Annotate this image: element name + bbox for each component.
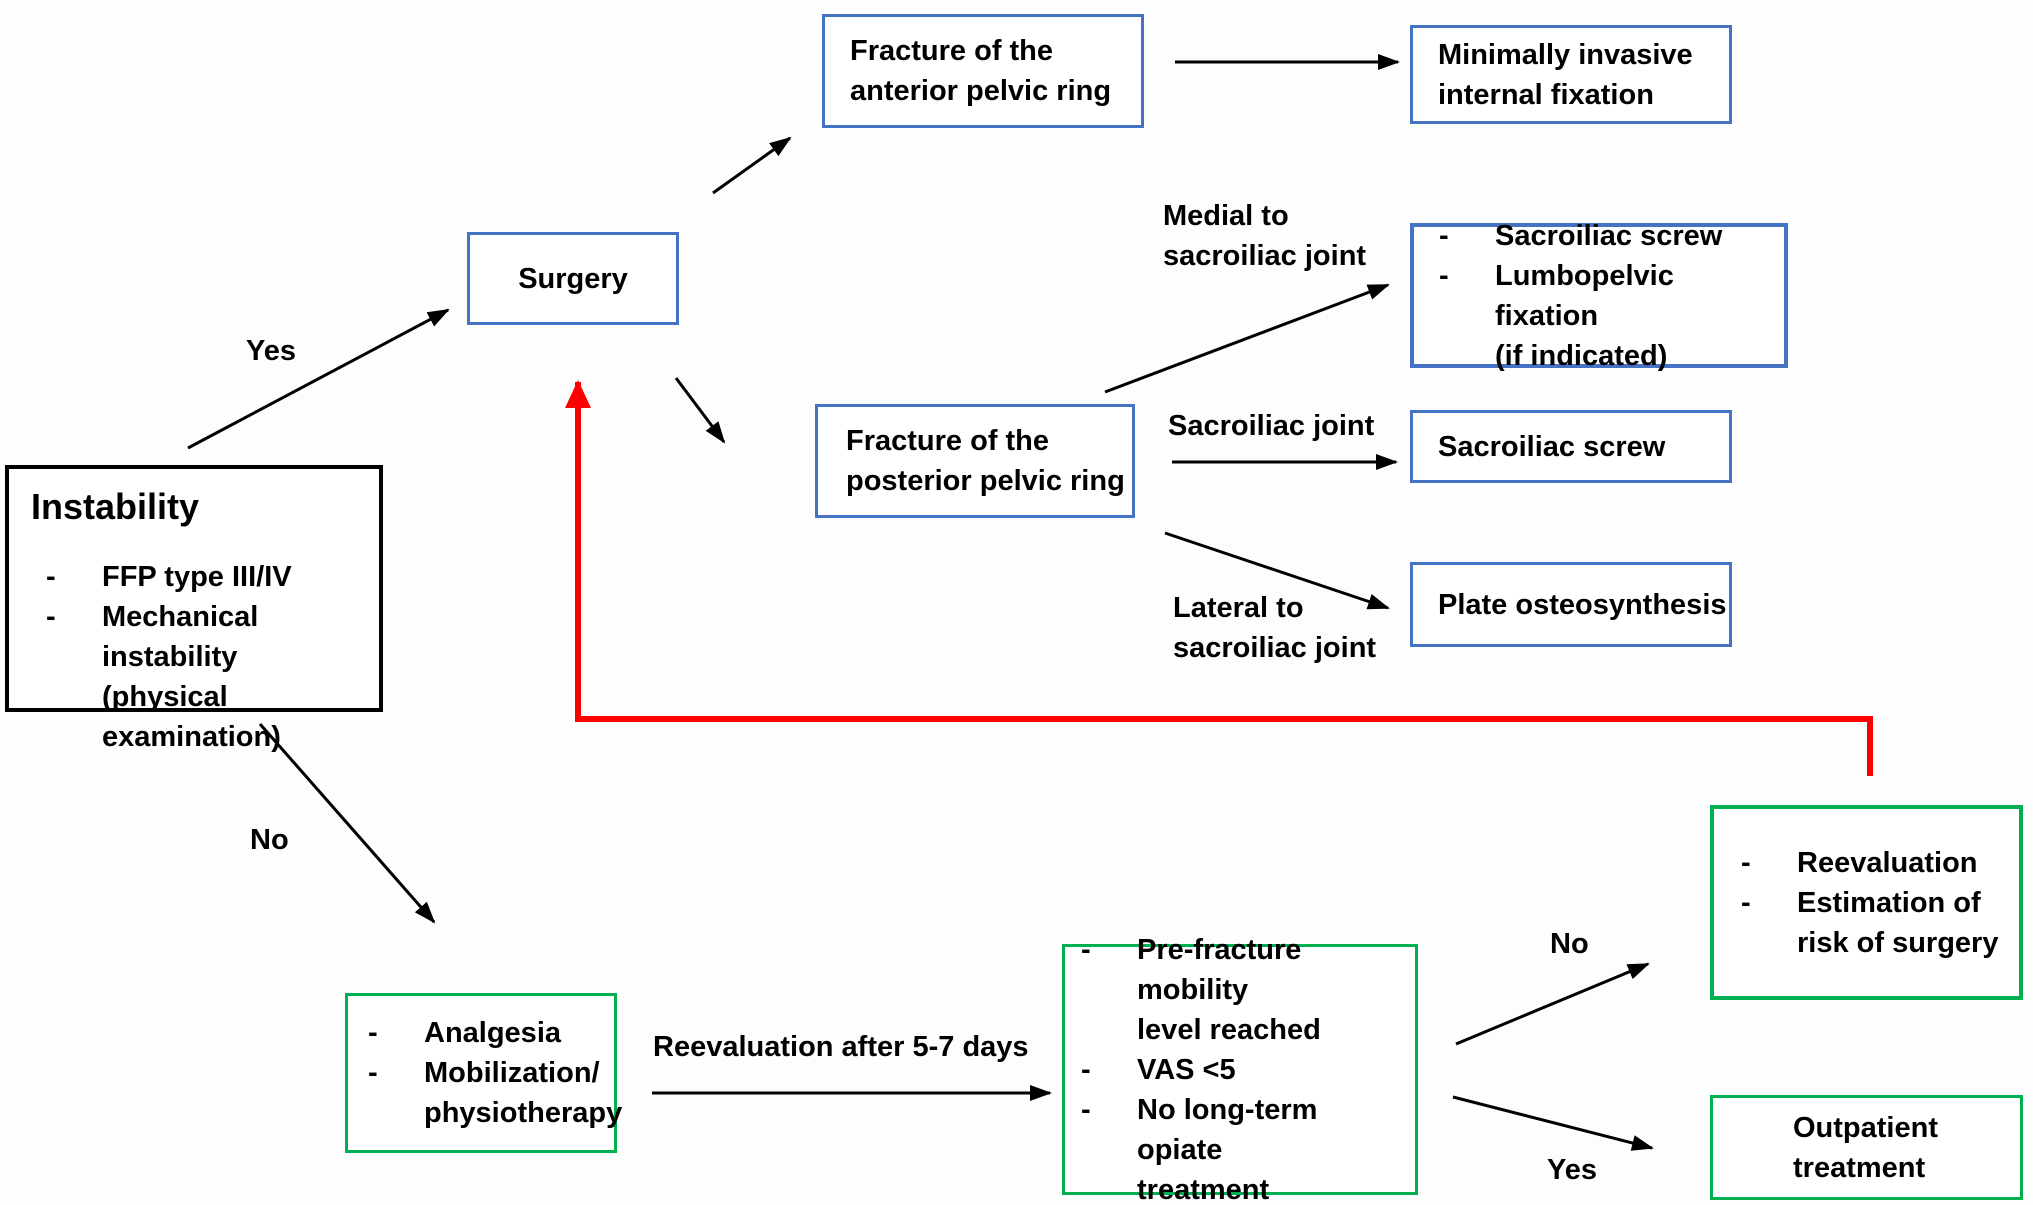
bullet-dash: - [46,561,56,593]
label-lateral-to-sacroiliac-joint: Lateral to sacroiliac joint [1173,592,1377,664]
node-minimally-invasive: Minimally invasive internal fixation [1410,25,1732,124]
bullet-dash: - [1741,886,1751,919]
plate-osteosynthesis-label: Plate osteosynthesis [1438,588,1727,621]
bullet-dash: - [1081,1053,1091,1086]
node-conservative-treatment: - Analgesia - Mobilization/ physiotherap… [345,993,622,1153]
list-item: - Mechanical instability (physical exami… [46,597,373,757]
label-no-reevaluation: No [1550,928,1589,960]
node-medial-treatment: - Sacroiliac screw - Lumbopelvic fixatio… [1410,220,1788,372]
bullet-dash: - [1081,933,1091,966]
minimally-invasive-label: Minimally invasive internal fixation [1438,38,1693,111]
label-no-conservative: No [250,824,289,856]
bullet-dash: - [368,1057,378,1089]
arrow-surgery-to-anterior [712,136,792,195]
node-anterior-fracture: Fracture of the anterior pelvic ring [822,14,1144,128]
arrow-surgery-to-posterior [674,377,726,444]
surgery-label: Surgery [518,262,628,295]
arrow-yes-to-surgery [187,308,450,450]
bullet-dash: - [1081,1093,1091,1126]
bullet-dash: - [1741,846,1751,879]
list-item: - Lumbopelvic fixation (if indicated) [1439,256,1778,376]
outpatient-treatment-label: Outpatient treatment [1793,1111,1938,1184]
arrow-no-to-conservative [258,723,436,924]
instability-title: Instability [31,486,200,527]
node-plate-osteosynthesis: Plate osteosynthesis [1410,562,1732,647]
label-yes-outpatient: Yes [1547,1154,1597,1186]
label-yes-surgery: Yes [246,335,296,367]
list-item: - Estimation of risk of surgery [1741,883,2013,963]
node-instability: Instability - FFP type III/IV - Mechanic… [5,465,383,753]
label-sacroiliac-joint: Sacroiliac joint [1168,410,1375,442]
list-item: - FFP type III/IV [46,557,373,597]
posterior-fracture-label: Fracture of the posterior pelvic ring [846,425,1125,497]
list-item: - Mobilization/ physiotherapy [368,1053,622,1133]
node-reevaluation-risk: - Reevaluation - Estimation of risk of s… [1710,805,2023,1000]
label-medial-to-sacroiliac-joint: Medial to sacroiliac joint [1163,200,1367,272]
bullet-dash: - [1439,259,1449,292]
bullet-dash: - [1439,219,1449,252]
list-item: - No long-term opiate treatment [1081,1090,1409,1205]
node-posterior-fracture: Fracture of the posterior pelvic ring [815,404,1135,518]
sacroiliac-screw-label: Sacroiliac screw [1438,430,1666,463]
red-feedback-arrow-to-surgery [565,380,1873,776]
bullet-dash: - [368,1017,378,1049]
arrow-posterior-to-plate [1164,531,1390,610]
node-reevaluation-criteria: - Pre-fracture mobility level reached - … [1062,934,1418,1205]
anterior-fracture-label: Fracture of the anterior pelvic ring [850,35,1112,107]
node-surgery: Surgery [467,232,679,325]
arrow-yes-to-outpatient [1452,1095,1654,1151]
list-item: - Sacroiliac screw [1439,216,1778,256]
node-outpatient-treatment: Outpatient treatment [1710,1095,2023,1200]
list-item: - Pre-fracture mobility level reached [1081,930,1409,1050]
list-item: - Reevaluation [1741,843,2013,883]
arrow-posterior-to-medial-treatment [1104,283,1390,394]
label-reevaluation-after-days: Reevaluation after 5-7 days [653,1031,1029,1063]
list-item: - VAS <5 [1081,1050,1409,1090]
node-sacroiliac-screw: Sacroiliac screw [1410,410,1732,483]
bullet-dash: - [46,601,56,633]
list-item: - Analgesia [368,1013,608,1053]
arrow-no-to-reevaluation-risk [1455,962,1650,1046]
